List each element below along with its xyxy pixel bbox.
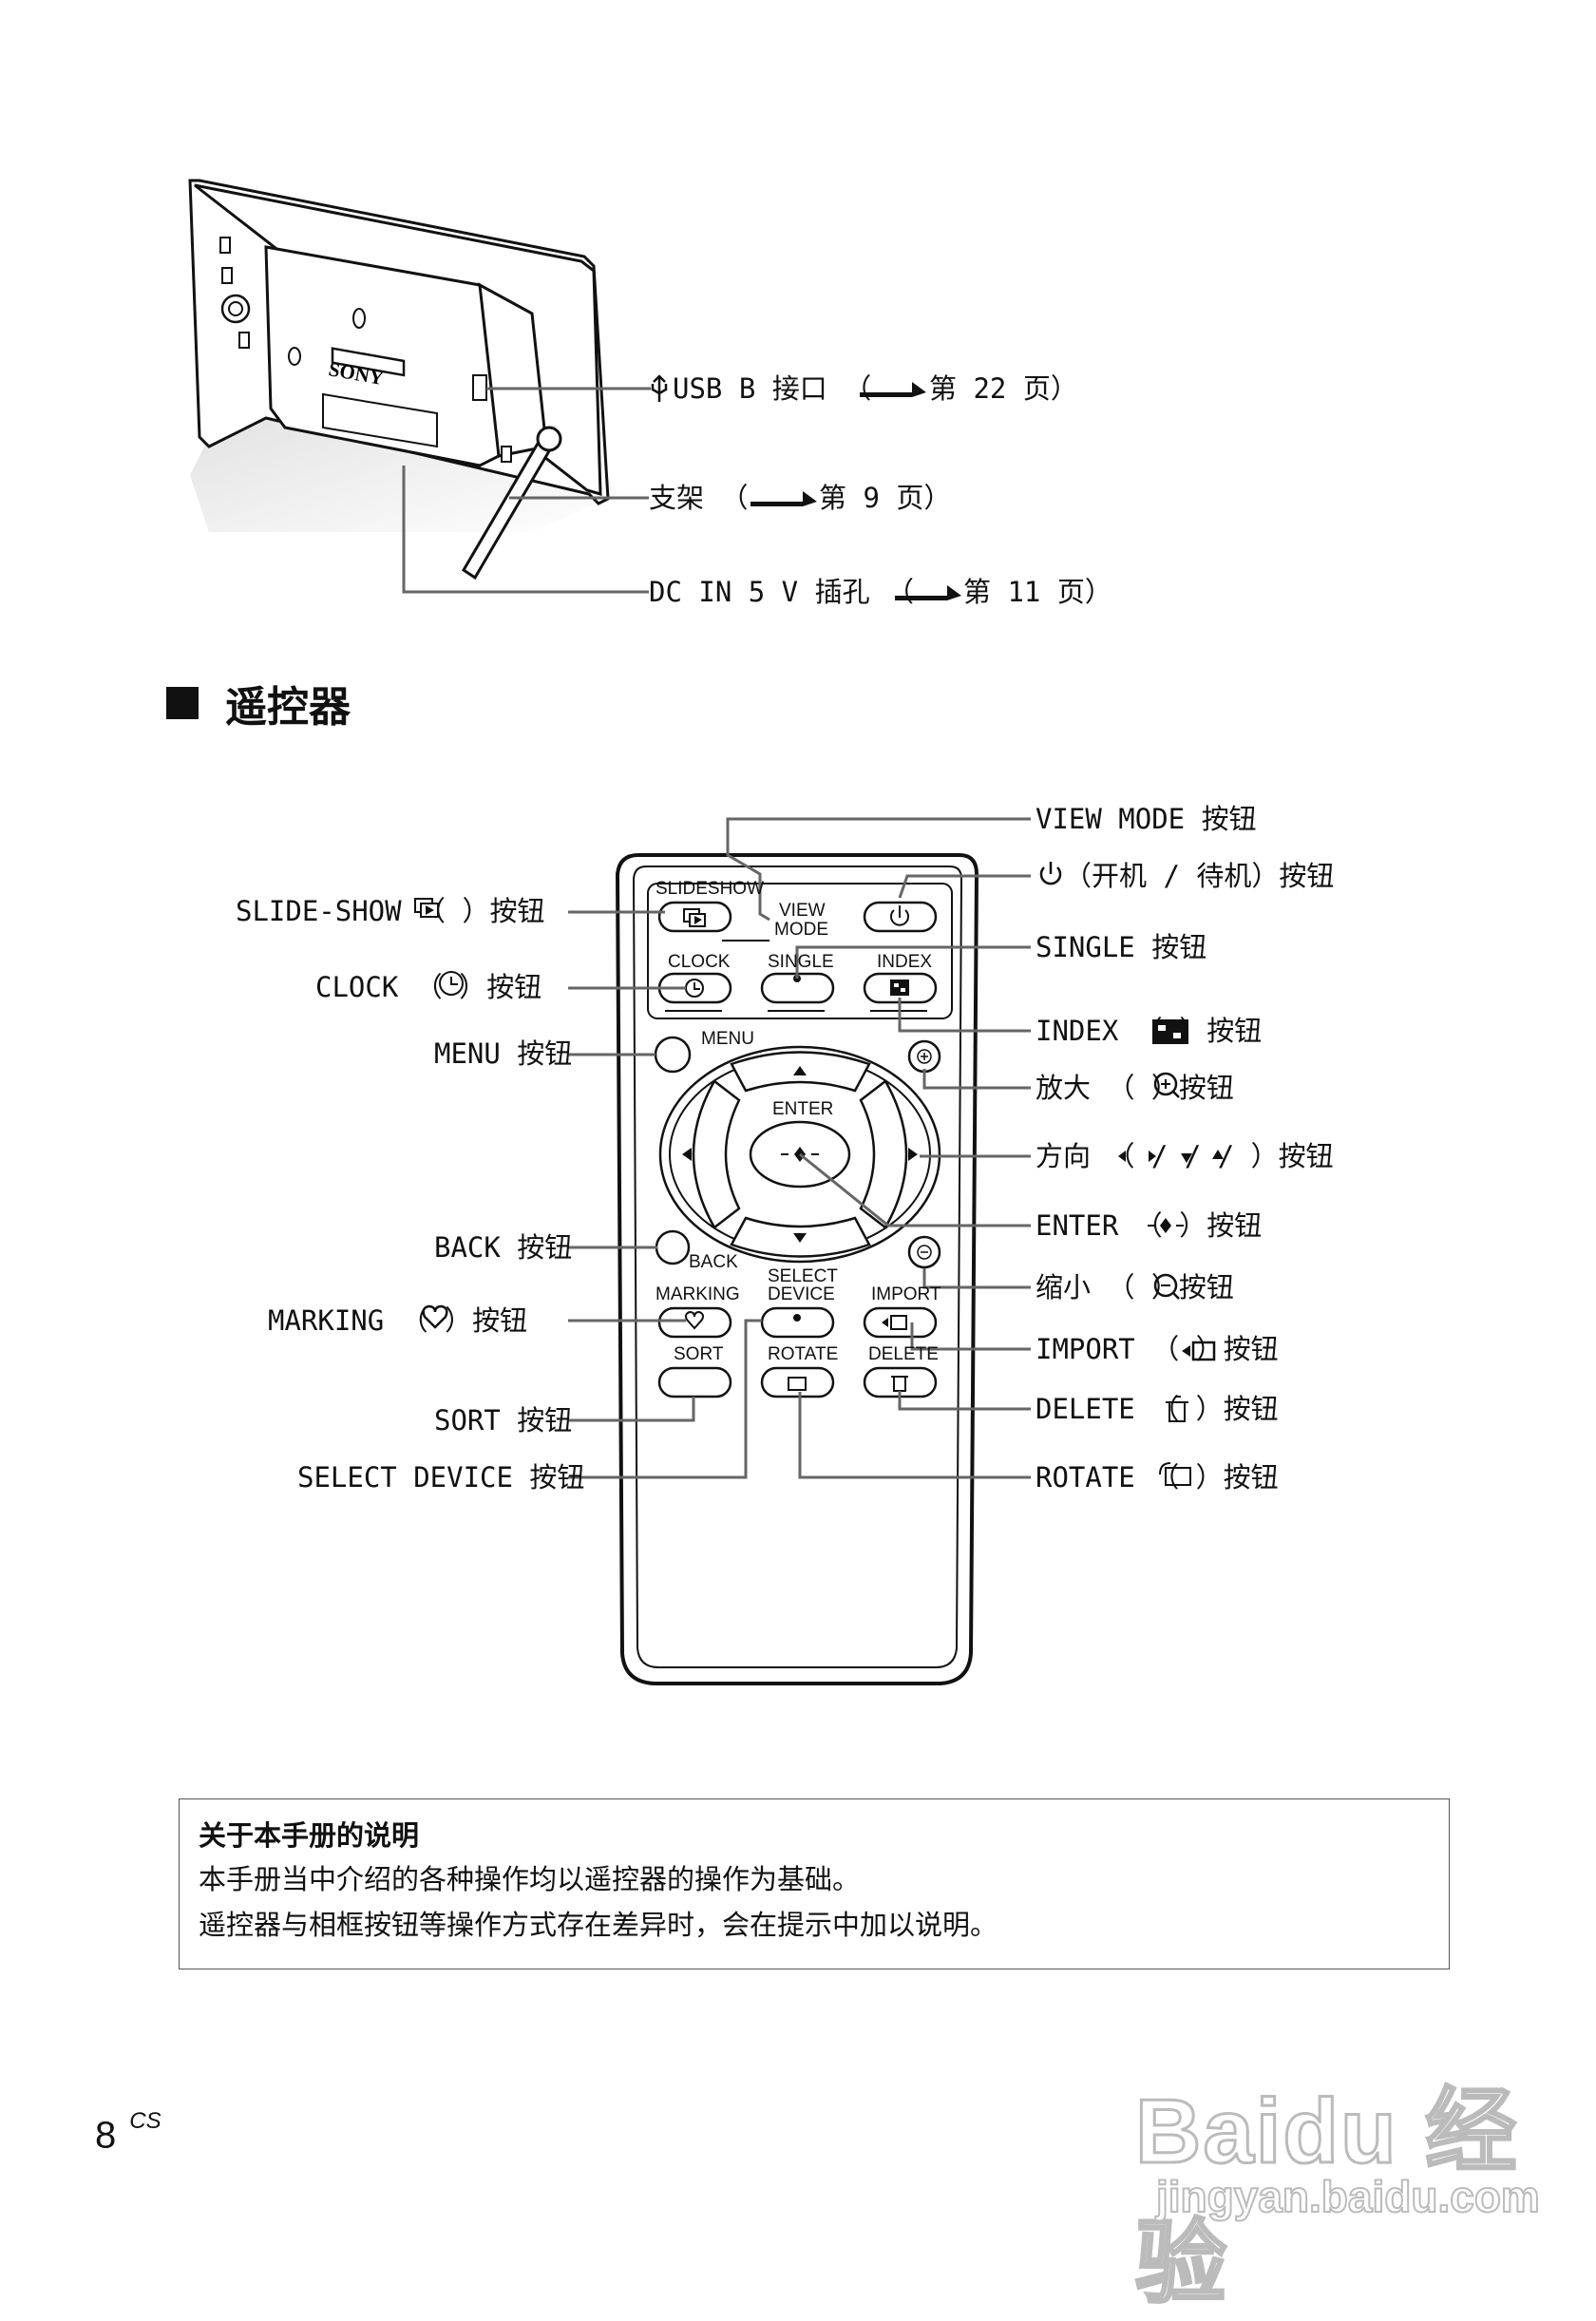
callout-zoom-out: 缩小 （ ）按钮 xyxy=(1036,1271,1234,1303)
figure-drawings: SONY xyxy=(188,179,1224,1685)
callout-enter: ENTER （ ）按钮 xyxy=(1036,1209,1263,1242)
enter-button-text: ENTER xyxy=(772,1099,834,1119)
index-button-text: INDEX xyxy=(877,952,933,972)
callout-rotate: ROTATE （ ）按钮 xyxy=(1036,1461,1279,1493)
callout-zoom-in: 放大 （ ）按钮 xyxy=(1036,1072,1234,1104)
callout-single: SINGLE 按钮 xyxy=(1036,931,1207,963)
back-button-text: BACK xyxy=(689,1252,738,1272)
usb-port-ref: 第 22 页） xyxy=(929,372,1078,405)
page-number-value: 8 xyxy=(95,2114,117,2157)
page-language-code: CS xyxy=(129,2108,162,2134)
callout-menu: MENU 按钮 xyxy=(434,1037,573,1070)
callout-view-mode: VIEW MODE 按钮 xyxy=(1036,803,1257,835)
menu-button-text: MENU xyxy=(701,1029,754,1049)
marking-button-text: MARKING xyxy=(656,1284,740,1304)
dc-in-ref: 第 11 页） xyxy=(963,576,1112,608)
dc-in-label: DC IN 5 V 插孔 （ xyxy=(649,576,915,608)
callout-select-device: SELECT DEVICE 按钮 xyxy=(297,1461,585,1493)
watermark-url: jingyan.baidu.com xyxy=(1155,2171,1541,2222)
select-device-text-2: DEVICE xyxy=(768,1284,835,1304)
usb-icon xyxy=(651,374,668,402)
baidu-watermark: Baidu 经验 jingyan.baidu.com xyxy=(1134,2038,1541,2316)
remote-leaders xyxy=(568,817,1031,1479)
callout-clock: CLOCK （ ）按钮 xyxy=(315,971,542,1003)
select-device-text-1: SELECT xyxy=(768,1266,838,1286)
slideshow-button-text: SLIDESHOW xyxy=(656,879,765,899)
page-number: 8 CS xyxy=(95,2108,162,2157)
manual-note-box: 关于本手册的说明 本手册当中介绍的各种操作均以遥控器的操作为基础。 遥控器与相框… xyxy=(179,1798,1450,1969)
rotate-button-text: ROTATE xyxy=(768,1344,839,1364)
note-line-2: 遥控器与相框按钮等操作方式存在差异时，会在提示中加以说明。 xyxy=(199,1909,998,1941)
callout-direction: 方向 （ / / / ）按钮 xyxy=(1036,1140,1334,1172)
section-heading: 遥控器 xyxy=(166,673,351,733)
note-line-1: 本手册当中介绍的各种操作均以遥控器的操作为基础。 xyxy=(199,1863,861,1895)
section-title-text: 遥控器 xyxy=(225,683,351,732)
callout-sort: SORT 按钮 xyxy=(434,1404,573,1436)
note-title: 关于本手册的说明 xyxy=(199,1819,420,1852)
view-mode-text-1: VIEW xyxy=(779,901,826,921)
clock-button-text: CLOCK xyxy=(668,952,731,972)
callout-inline-icons xyxy=(414,862,1224,1486)
view-mode-text-2: MODE xyxy=(774,920,828,940)
callout-slideshow: SLIDE-SHOW （ ）按钮 xyxy=(236,895,545,927)
callout-power: （开机 / 待机）按钮 xyxy=(1064,860,1335,892)
import-button-text: IMPORT xyxy=(871,1284,941,1304)
reference-arrows xyxy=(750,382,961,600)
callout-import: IMPORT （ ）按钮 xyxy=(1036,1333,1279,1365)
stand-label: 支架 （ xyxy=(649,482,749,514)
usb-port-label: USB B 接口 （ xyxy=(673,372,872,405)
callout-index: INDEX （ ）按钮 xyxy=(1036,1015,1263,1047)
delete-button-text: DELETE xyxy=(868,1344,939,1364)
single-button-text: SINGLE xyxy=(768,952,834,972)
callout-marking: MARKING （ ）按钮 xyxy=(268,1304,528,1337)
frame-leaders xyxy=(402,387,651,594)
sort-button-text: SORT xyxy=(674,1344,724,1364)
callout-back: BACK 按钮 xyxy=(434,1231,573,1264)
photo-frame-illustration: SONY xyxy=(188,179,618,580)
square-bullet-icon xyxy=(166,687,199,719)
callout-delete: DELETE （ ）按钮 xyxy=(1036,1393,1279,1425)
stand-ref: 第 9 页） xyxy=(819,482,952,514)
